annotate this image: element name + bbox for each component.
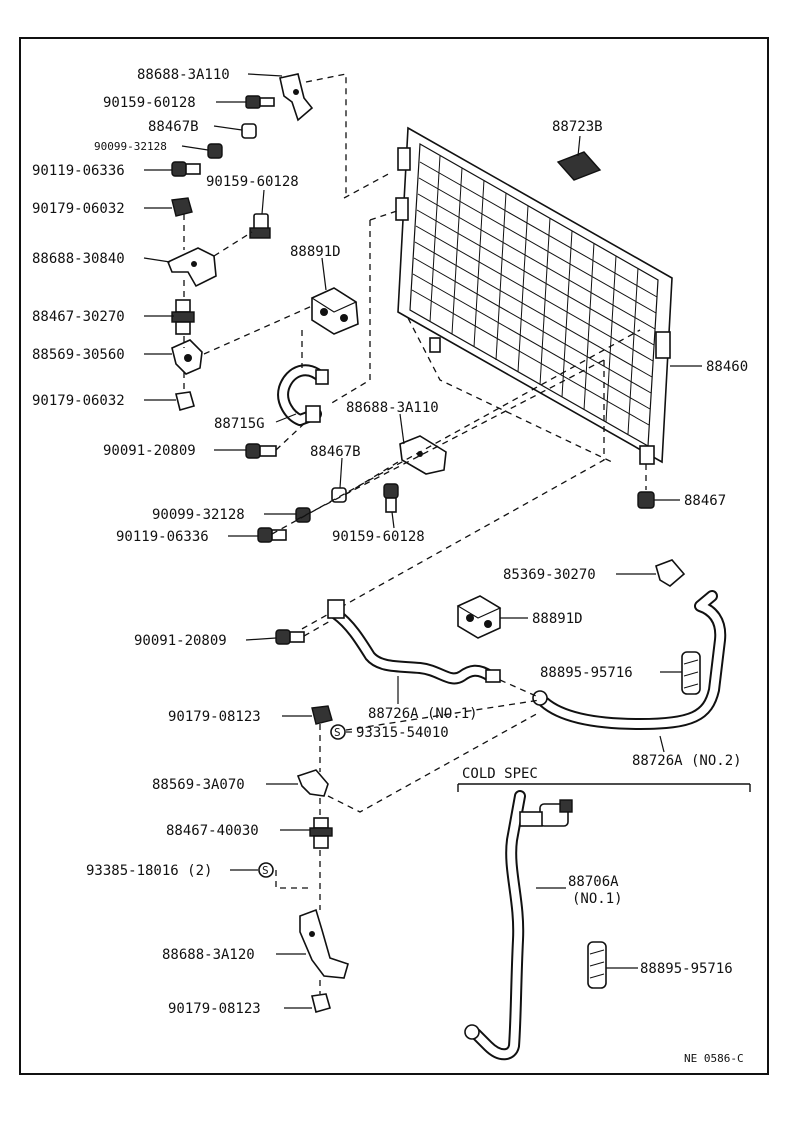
part-label: 90119-06336 [116,529,209,545]
part-label: 90099-32128 [94,140,167,153]
bolt-90159-60128-c [383,483,399,513]
part-label: 90179-08123 [168,1001,261,1017]
part-label: 90159-60128 [206,174,299,190]
part-label: 88891D [532,611,583,627]
section-label-cold-spec: COLD SPEC [462,766,538,782]
pipe-88706A [464,790,573,1061]
part-label: 88723B [552,119,603,135]
part-label: 88895-95716 [640,961,733,977]
svg-text:S: S [262,864,269,877]
part-label: 93385-18016 (2) [86,863,212,879]
bolt-90091-20809-a [245,443,277,459]
fitting-88467-40030 [309,817,333,849]
part-label: 88467 [684,493,726,509]
nut-90179-08123-a [311,705,333,725]
bolt-90119-06336-a [171,161,201,177]
svg-text:S: S [334,726,341,739]
bushing-88467B-a [241,123,257,139]
bracket-88688-3A120 [299,908,349,979]
washer-93315-54010: S [330,724,346,740]
clamp-88569-30560 [171,339,203,375]
part-label: (NO.1) [572,891,623,907]
part-label: 88467B [310,444,361,460]
part-label: 88706A [568,874,619,890]
part-label: 88891D [290,244,341,260]
clip-85369-30270 [655,559,686,587]
clamp-88569-3A070 [296,769,329,797]
part-label: 88895-95716 [540,665,633,681]
label-plate [556,151,602,181]
part-label: 90159-60128 [103,95,196,111]
bolt-90119-06336-b [257,527,287,543]
part-label: 90179-06032 [32,201,125,217]
part-label: 88715G [214,416,265,432]
nut-90179-06032-a [171,197,193,217]
hose-88895-95716-a [681,651,701,695]
part-label: 90119-06336 [32,163,125,179]
part-label: 88460 [706,359,748,375]
pipe-88726A-no2 [532,590,727,730]
part-label: 88688-3A110 [137,67,230,83]
part-label: 90179-08123 [168,709,261,725]
part-label: 88467B [148,119,199,135]
part-label: 90099-32128 [152,507,245,523]
nut-90099-32128-a [207,143,223,159]
part-label: 88467-40030 [166,823,259,839]
pipe-88715G [277,364,329,426]
bolt-90091-20809-b [275,629,305,645]
part-label: 88467-30270 [32,309,125,325]
nut-90179-06032-b [175,391,195,411]
nut-88467 [637,491,655,509]
bracket-88688-3A110-lower [399,435,447,475]
bracket-88688-30840 [166,247,217,288]
part-label: 90159-60128 [332,529,425,545]
part-label: 93315-54010 [356,725,449,741]
part-label: 88726A (NO.1) [368,706,478,722]
condenser-assembly [395,126,673,465]
part-label: 90091-20809 [134,633,227,649]
part-label: 88688-3A120 [162,947,255,963]
part-label: 88569-3A070 [152,777,245,793]
part-label: 88726A (NO.2) [632,753,742,769]
bolt-90159-60128-a [245,95,275,109]
receiver-88891D-a [310,287,359,335]
diagram-frame [19,37,769,1075]
hose-88895-95716-b [587,941,607,989]
washer-93385-18016: S [258,862,274,878]
part-label: 88688-3A110 [346,400,439,416]
bracket-88688-3A110-upper [279,73,314,122]
pipe-88726A-no1 [327,599,501,685]
part-label: 90091-20809 [103,443,196,459]
part-label: 90179-06032 [32,393,125,409]
nut-90099-32128-b [295,507,311,523]
receiver-88891D-b [456,595,502,639]
part-label: 88688-30840 [32,251,125,267]
fitting-88467-30270 [171,299,195,335]
part-label: 88569-30560 [32,347,125,363]
condenser-fins [411,155,658,435]
footer-code: NE 0586-C [684,1052,744,1065]
nut-90179-08123-b [311,993,331,1013]
bolt-90159-60128-b [249,213,271,239]
bushing-88467B-b [331,487,347,503]
part-label: 85369-30270 [503,567,596,583]
